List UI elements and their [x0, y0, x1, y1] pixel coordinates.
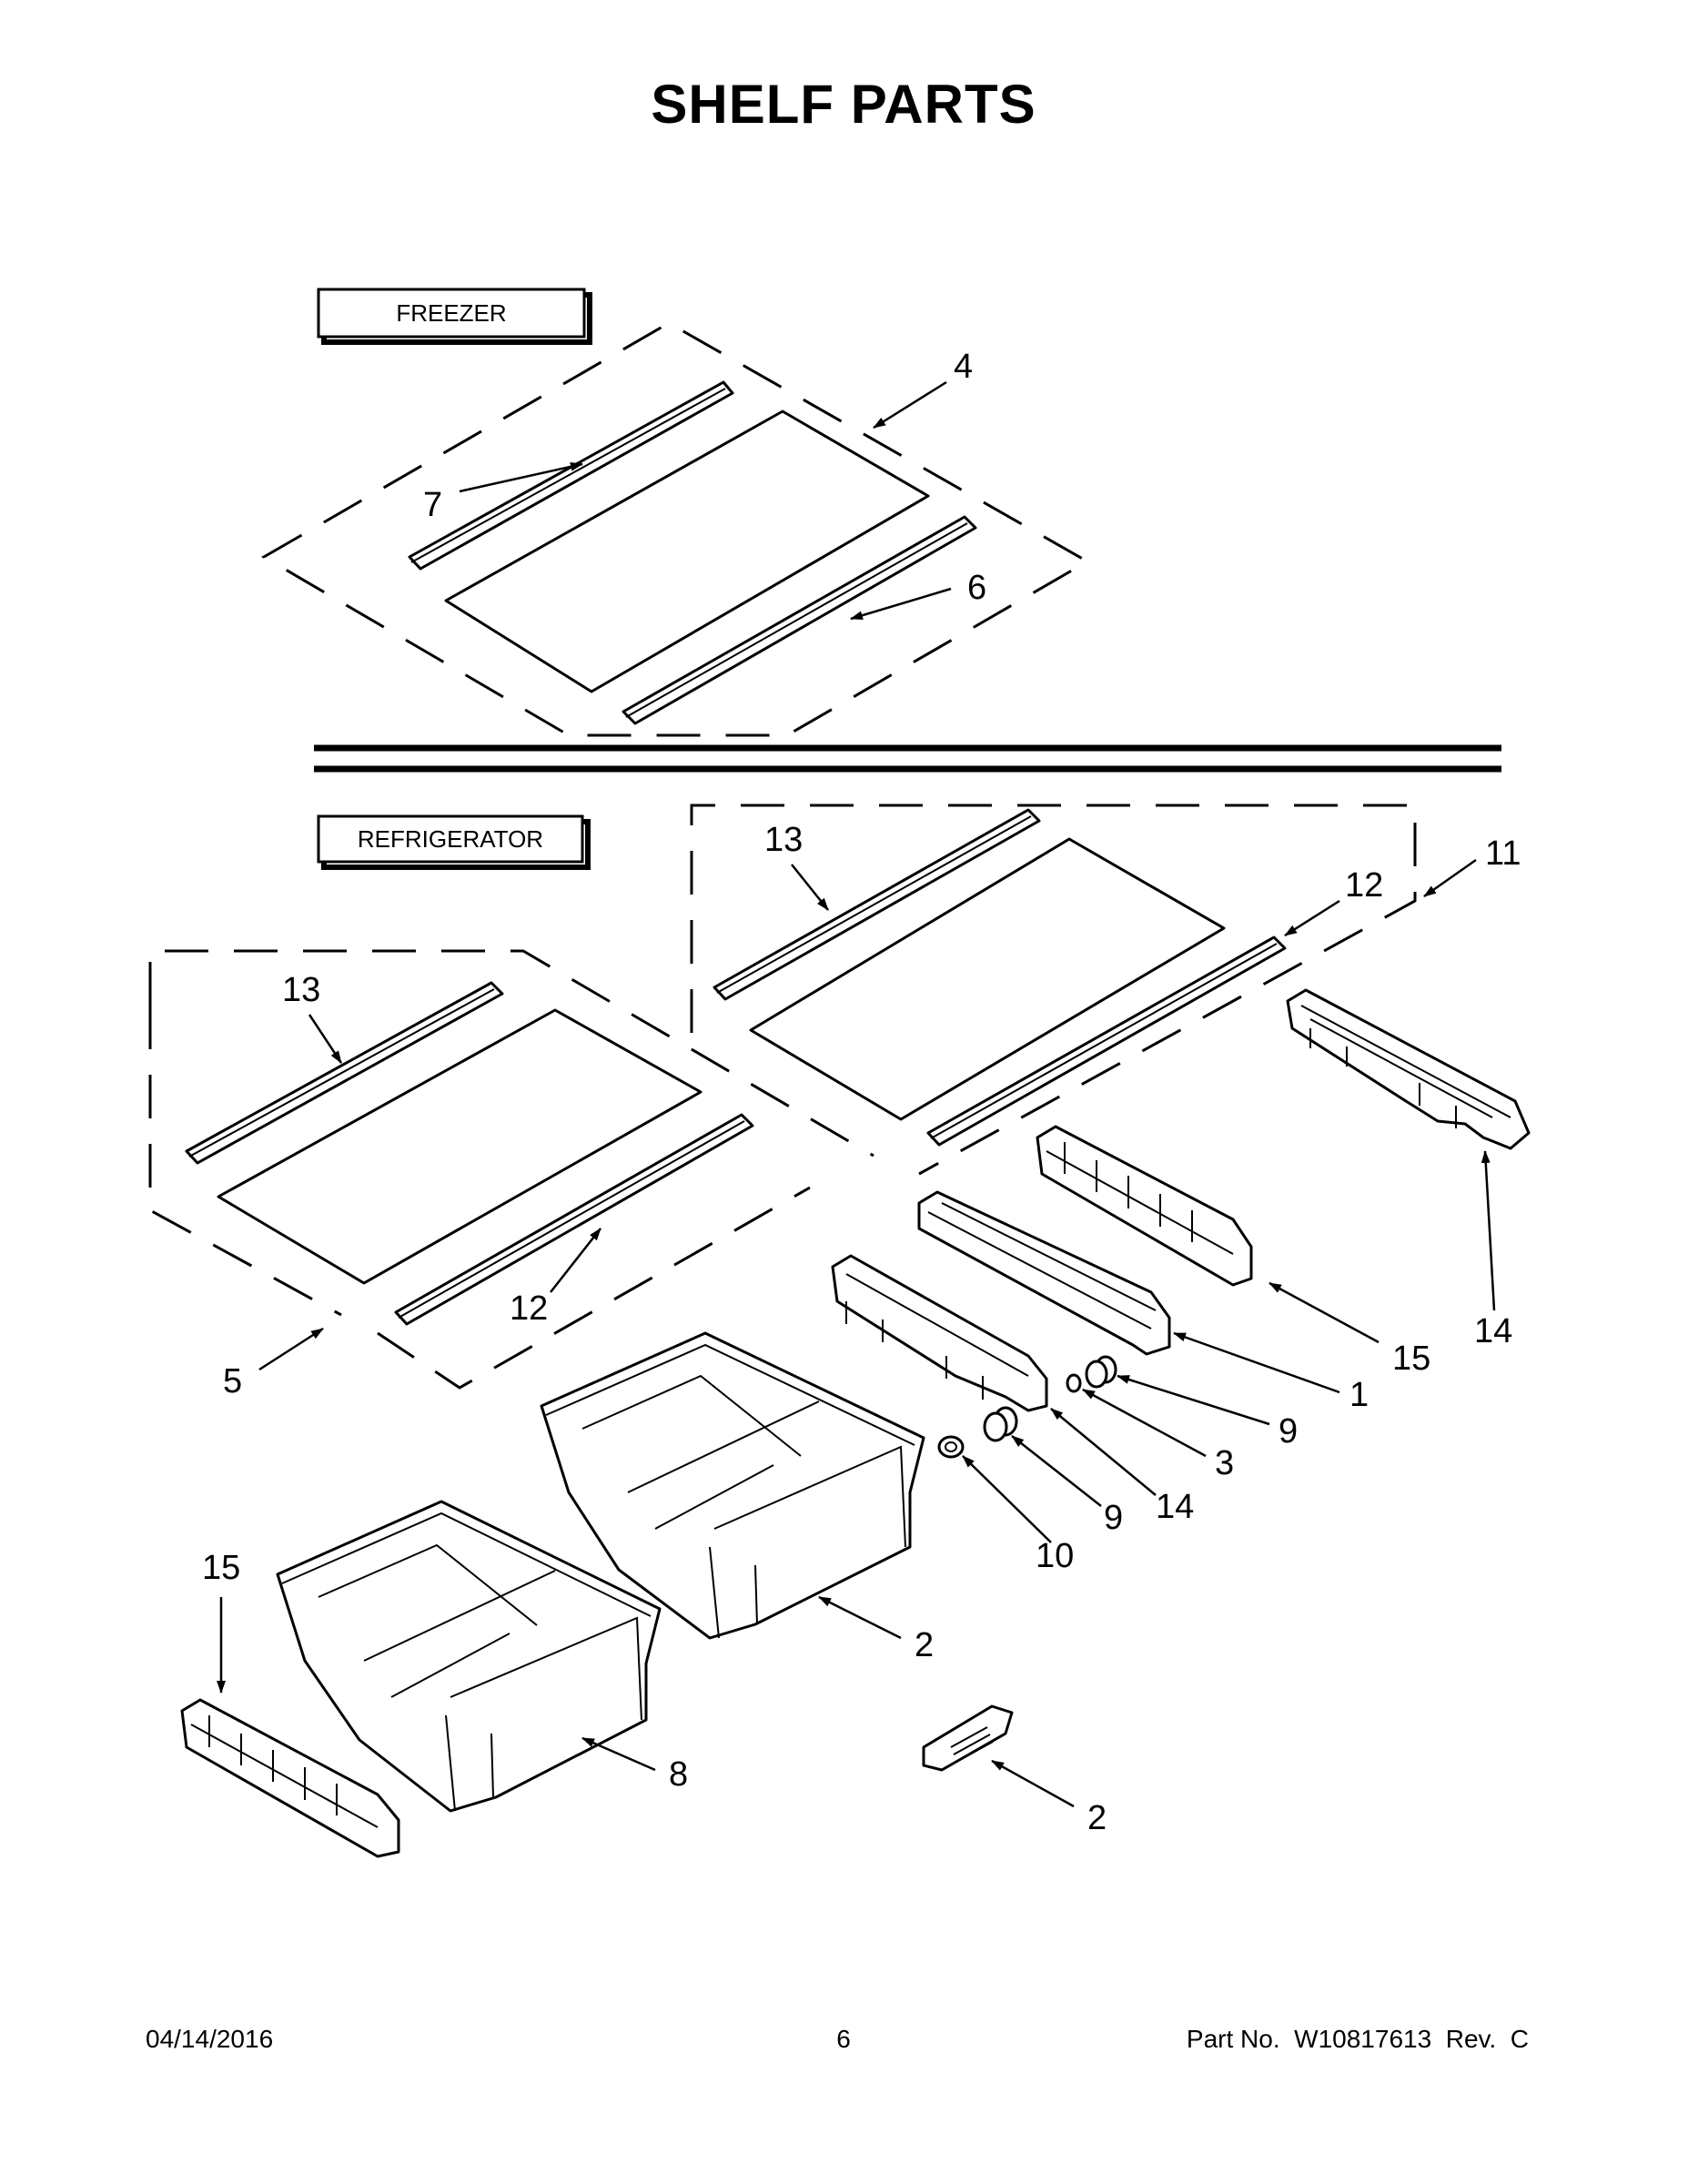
- callout-11: 11: [1485, 834, 1521, 873]
- refrigerator-lower-glass-shelf: [217, 1008, 702, 1285]
- callout-15: 15: [1392, 1340, 1430, 1378]
- page-title: SHELF PARTS: [651, 74, 1036, 135]
- humidity-control-slider: [922, 1704, 1014, 1772]
- crisper-cover-lower: [180, 1698, 400, 1858]
- refrigerator-lower-shelf-outline-side: [148, 1006, 342, 1317]
- callout-12: 12: [1345, 866, 1383, 905]
- crisper-rail-left: [831, 1254, 1048, 1412]
- callout-2: 2: [915, 1626, 934, 1664]
- callout-1: 1: [1349, 1376, 1369, 1414]
- crisper-slide-rail: [917, 1190, 1171, 1356]
- callout-8: 2: [1087, 1799, 1107, 1837]
- crisper-rail-right: [1286, 988, 1531, 1150]
- crisper-drawer-lower: [276, 1500, 662, 1813]
- refrigerator-label-text: REFRIGERATOR: [358, 825, 543, 853]
- refrigerator-label: REFRIGERATOR: [317, 814, 591, 870]
- callout-14: 14: [1474, 1312, 1512, 1350]
- refrigerator-lower-front-trim: [394, 1113, 754, 1326]
- callout-9: 9: [1279, 1412, 1298, 1451]
- freezer-front-trim: [622, 515, 977, 725]
- callout-13: 13: [282, 971, 320, 1009]
- refrigerator-lower-shelf-outline: [148, 949, 874, 1158]
- freezer-label: FREEZER: [317, 288, 592, 345]
- freezer-rear-trim: [408, 380, 734, 571]
- refrigerator-upper-shelf-outline: [690, 804, 1417, 1176]
- refrigerator-lower-shelf-outline-front: [377, 1186, 811, 1390]
- callout-14: 14: [1156, 1488, 1194, 1526]
- refrigerator-upper-front-trim: [926, 935, 1287, 1147]
- callout-10: 10: [1036, 1537, 1074, 1575]
- freezer-label-text: FREEZER: [396, 299, 506, 327]
- callout-2: 8: [669, 1755, 688, 1794]
- stop-cap: [937, 1435, 965, 1459]
- callout-15: 15: [202, 1549, 240, 1587]
- callout-5: 5: [223, 1362, 242, 1400]
- axle-pin: [1066, 1373, 1082, 1393]
- callout-6: 6: [967, 569, 986, 607]
- roller-wheel-upper: [1085, 1355, 1117, 1389]
- callout-13: 13: [764, 821, 803, 859]
- crisper-cover-upper: [1036, 1125, 1253, 1287]
- callout-3: 3: [1215, 1444, 1234, 1482]
- footer-date: 04/14/2016: [146, 2025, 273, 2053]
- callout-4: 4: [954, 348, 973, 386]
- callout-7: 7: [423, 486, 442, 524]
- roller-wheel-lower: [983, 1406, 1018, 1442]
- freezer-shelf-outline: [261, 321, 1091, 737]
- freezer-glass-shelf: [444, 410, 930, 693]
- footer-page-number: 6: [836, 2025, 851, 2053]
- refrigerator-lower-rear-trim: [185, 981, 504, 1165]
- refrigerator-upper-rear-trim: [713, 808, 1041, 1001]
- callout-9: 9: [1104, 1499, 1123, 1537]
- callout-12: 12: [510, 1289, 548, 1328]
- refrigerator-upper-glass-shelf: [749, 837, 1226, 1121]
- footer-part-number: Part No. W10817613 Rev. C: [1187, 2025, 1529, 2053]
- crisper-drawer-upper: [540, 1331, 925, 1640]
